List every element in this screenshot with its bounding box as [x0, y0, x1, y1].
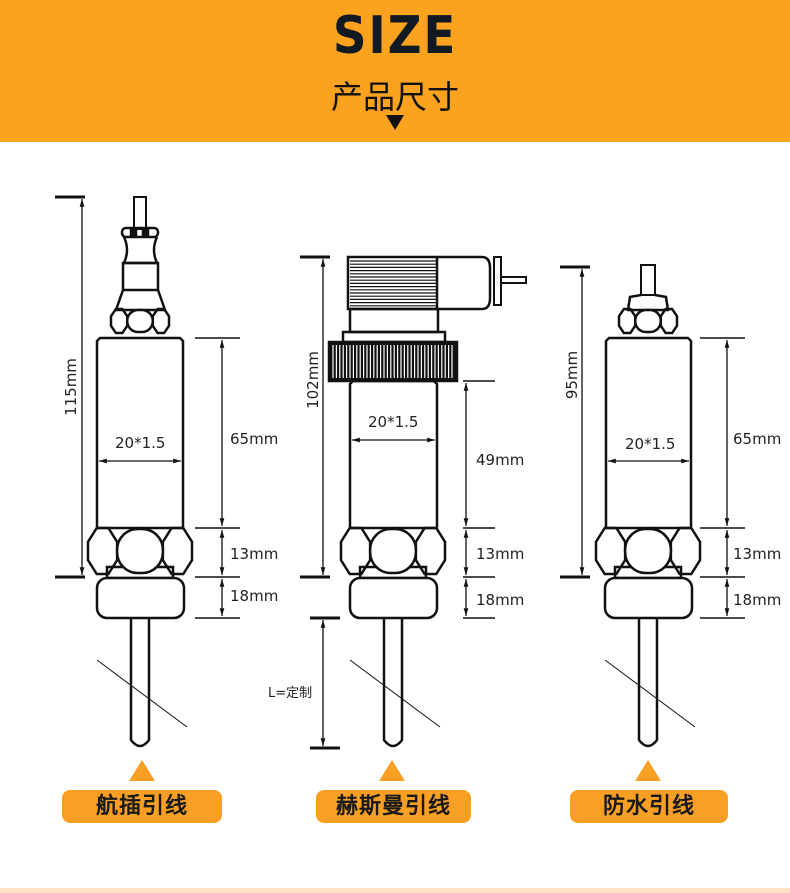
nut-length-label: 13mm: [476, 545, 525, 563]
total-length-label: 95mm: [563, 350, 582, 400]
sensor-probe: [129, 618, 151, 748]
connector-nut-hex: [617, 307, 637, 335]
hex-nut-hex: [669, 526, 702, 576]
waterproof-connector: [626, 264, 670, 312]
total-length-label: 102mm: [303, 351, 322, 409]
hex-nut-hex: [339, 526, 372, 576]
sensor-cap: [603, 576, 694, 620]
size-subtitle: 产品尺寸: [330, 78, 459, 116]
cap-length-label: 18mm: [733, 591, 782, 609]
connector-nut-hex: [109, 307, 129, 335]
connector-nut-oval: [125, 308, 155, 334]
down-arrow-icon: [386, 115, 404, 130]
break-line: [604, 659, 696, 728]
break-line: [349, 659, 441, 728]
nut-length-label: 13mm: [230, 545, 279, 563]
thread-label: 20*1.5: [115, 434, 166, 452]
pointer-triangle-icon: [129, 760, 155, 781]
hex-nut-oval: [115, 527, 165, 575]
header-banner: SIZE 产品尺寸: [0, 0, 790, 142]
hex-nut-oval: [623, 527, 673, 575]
probe-length-label: L=定制: [268, 686, 313, 701]
hex-nut-hex: [86, 526, 119, 576]
total-length-label: 115mm: [61, 358, 80, 416]
hex-nut-hex: [594, 526, 627, 576]
aviation-connector: [114, 196, 167, 312]
sensor-probe: [637, 618, 659, 748]
thread-label: 20*1.5: [368, 413, 419, 431]
size-title: SIZE: [332, 6, 458, 66]
break-line: [96, 659, 188, 728]
cap-length-label: 18mm: [476, 591, 525, 609]
connector-nut-oval: [633, 308, 663, 334]
hirschmann-lead-label: 赫斯曼引线: [316, 790, 471, 823]
sensor-body: [95, 336, 185, 530]
nut-length-label: 13mm: [733, 545, 782, 563]
connector-nut-hex: [659, 307, 679, 335]
connector-nut-hex: [151, 307, 171, 335]
bottom-divider: [0, 888, 790, 893]
sensor-cap: [348, 576, 439, 620]
aviation-lead-label: 航插引线: [62, 790, 222, 823]
sensor-body: [348, 379, 439, 530]
pointer-triangle-icon: [635, 760, 661, 781]
hex-nut-oval: [368, 527, 418, 575]
body-length-label: 65mm: [230, 430, 279, 448]
hirschmann-connector: [327, 255, 527, 383]
sensor-probe: [382, 618, 404, 748]
cap-length-label: 18mm: [230, 587, 279, 605]
sensor-cap: [95, 576, 186, 620]
waterproof-lead-label: 防水引线: [570, 790, 728, 823]
sensor-body: [604, 336, 693, 530]
pointer-triangle-icon: [379, 760, 405, 781]
body-length-label: 49mm: [476, 451, 525, 469]
hex-nut-hex: [161, 526, 194, 576]
hex-nut-hex: [414, 526, 447, 576]
body-length-label: 65mm: [733, 430, 782, 448]
thread-label: 20*1.5: [625, 435, 676, 453]
